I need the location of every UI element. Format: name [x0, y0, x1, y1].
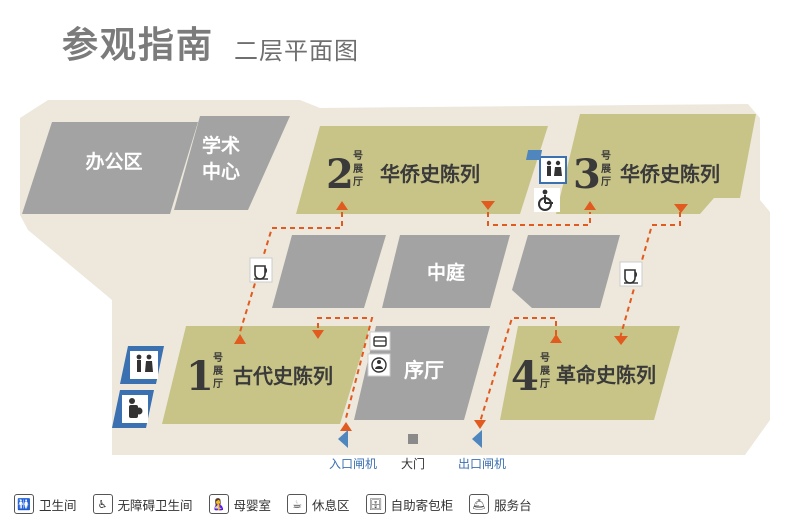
- hall-2-unit-1: 号: [353, 150, 363, 162]
- page-title: 参观指南: [62, 24, 215, 66]
- rest-area-icon[interactable]: [249, 257, 273, 283]
- hall-2-name: 华侨史陈列: [380, 162, 480, 186]
- hall-4-unit-3: 厅: [540, 378, 550, 390]
- legend-label: 卫生间: [39, 497, 77, 513]
- route-arrow: [474, 420, 486, 429]
- academic-label-2: 中心: [202, 160, 240, 183]
- legend-item-service-desk: 🛎 服务台: [469, 494, 532, 514]
- hall-3-number: 3: [573, 151, 601, 198]
- legend-label: 无障碍卫生间: [117, 497, 193, 513]
- entry-gate-marker: [338, 430, 348, 448]
- legend-item-locker: 🗄 自助寄包柜: [365, 494, 454, 514]
- hall-3-unit-2: 展: [601, 163, 611, 175]
- academic-label-1: 学术: [202, 134, 240, 157]
- hall-2[interactable]: [296, 126, 548, 214]
- rest-area-icon: ☕: [287, 494, 308, 514]
- office-label: 办公区: [85, 150, 142, 173]
- legend-item-rest-area: ☕ 休息区: [287, 494, 350, 514]
- route-arrows: [234, 201, 688, 431]
- academic-center[interactable]: [174, 116, 290, 210]
- hall-1-unit-3: 厅: [213, 378, 223, 390]
- legend-item-toilet: 🚻 卫生间: [14, 494, 77, 514]
- route-arrow: [340, 422, 352, 431]
- route-arrow: [550, 334, 562, 343]
- legend-label: 自助寄包柜: [390, 497, 454, 513]
- hall-1[interactable]: [162, 326, 370, 424]
- legend: 🚻 卫生间 ♿ 无障碍卫生间 🤱 母婴室 ☕ 休息区 🗄 自助寄包柜 🛎 服务台: [14, 492, 548, 516]
- hall-1-name: 古代史陈列: [233, 364, 333, 388]
- route-arrow: [234, 334, 246, 344]
- route-arrow: [614, 336, 628, 345]
- hall-4-unit-2: 展: [540, 365, 550, 377]
- nursing-room-icon[interactable]: [112, 390, 154, 428]
- accessible-toilet-icon[interactable]: [534, 188, 560, 212]
- legend-label: 服务台: [494, 497, 532, 513]
- main-gate-marker: [408, 434, 418, 444]
- exit-gate-label: 出口闸机: [458, 457, 506, 471]
- hall-2-unit-3: 厅: [353, 176, 363, 188]
- toilet-icon[interactable]: [120, 346, 164, 384]
- route-arrow: [336, 201, 348, 210]
- legend-label: 休息区: [312, 497, 350, 513]
- legend-item-accessible-toilet: ♿ 无障碍卫生间: [92, 494, 193, 514]
- route-arrow: [584, 201, 596, 210]
- nursing-room-icon: 🤱: [208, 494, 229, 514]
- route-arrow: [481, 201, 495, 210]
- lobby-label: 序厅: [404, 358, 444, 382]
- main-gate-label: 大门: [401, 456, 425, 471]
- page-subtitle: 二层平面图: [234, 37, 359, 65]
- hall-4-name: 革命史陈列: [556, 363, 656, 387]
- hall-2-number: 2: [326, 151, 354, 198]
- service-desk-icon: 🛎: [469, 494, 490, 514]
- hall-1-number: 1: [186, 353, 214, 400]
- toilet-icon[interactable]: [525, 150, 567, 184]
- hall-4[interactable]: [500, 326, 680, 420]
- hall-4-unit-1: 号: [540, 352, 550, 364]
- hall-2-unit-2: 展: [353, 163, 363, 175]
- exit-gate-marker: [472, 430, 482, 448]
- service-desk-icon[interactable]: [367, 353, 391, 377]
- hall-4-number: 4: [511, 353, 539, 400]
- locker-icon: 🗄: [365, 494, 386, 514]
- hall-1-unit-1: 号: [213, 352, 223, 364]
- east-block: [512, 235, 620, 308]
- entry-gate-label: 入口闸机: [329, 457, 377, 471]
- accessible-toilet-icon: ♿: [92, 494, 113, 514]
- hall-3-unit-3: 厅: [601, 176, 611, 188]
- office-area[interactable]: [22, 122, 198, 214]
- legend-item-nursing-room: 🤱 母婴室: [208, 494, 272, 514]
- toilet-icon: 🚻: [14, 494, 34, 514]
- hall-3[interactable]: [556, 114, 756, 214]
- west-block: [272, 235, 386, 308]
- courtyard[interactable]: [382, 235, 510, 308]
- legend-label: 母婴室: [233, 497, 272, 513]
- rest-area-icon[interactable]: [619, 261, 643, 287]
- courtyard-label: 中庭: [427, 261, 465, 284]
- hall-1-unit-2: 展: [213, 365, 223, 377]
- hall-3-name: 华侨史陈列: [620, 162, 720, 186]
- route-arrow: [674, 204, 688, 213]
- hall-3-unit-1: 号: [601, 150, 611, 162]
- locker-icon[interactable]: [369, 331, 391, 351]
- route-arrow: [312, 330, 324, 339]
